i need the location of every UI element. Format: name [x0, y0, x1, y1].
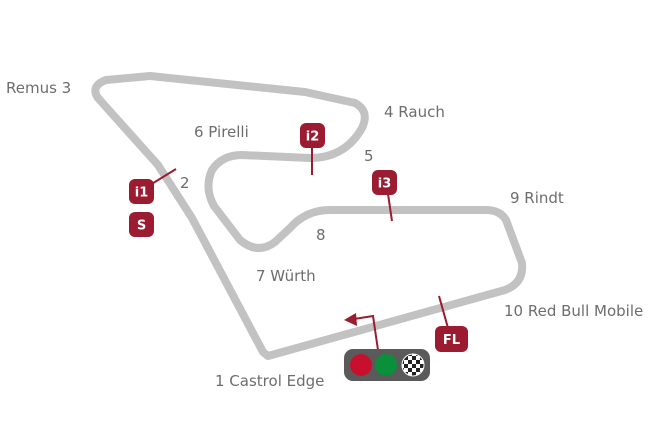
- corner-label-7: 7 Würth: [256, 267, 316, 285]
- track-outline: [91, 72, 527, 360]
- corner-label-3: Remus 3: [6, 79, 71, 97]
- marker-i3[interactable]: i3: [372, 170, 397, 195]
- corner-label-4: 4 Rauch: [384, 103, 445, 121]
- marker-i1[interactable]: i1: [129, 179, 154, 204]
- corner-label-9: 9 Rindt: [510, 189, 564, 207]
- corner-label-8: 8: [316, 226, 326, 244]
- marker-i2[interactable]: i2: [300, 123, 325, 148]
- corner-label-1: 1 Castrol Edge: [215, 372, 324, 390]
- svg-text:i3: i3: [378, 177, 392, 192]
- svg-text:FL: FL: [443, 333, 460, 348]
- marker-start[interactable]: S: [129, 212, 154, 237]
- svg-text:S: S: [137, 219, 146, 234]
- corner-label-5: 5: [364, 147, 374, 165]
- corner-label-2: 2: [180, 174, 190, 192]
- corner-label-6: 6 Pirelli: [194, 123, 249, 141]
- sector-line-fl: [438, 295, 449, 329]
- marker-fastest-lap[interactable]: FL: [435, 326, 468, 352]
- svg-text:i2: i2: [306, 130, 320, 145]
- sector-line-i1: [149, 168, 177, 186]
- arrow-left-icon: [344, 313, 379, 351]
- corner-label-10: 10 Red Bull Mobile: [504, 302, 643, 320]
- checkered-flag-icon: [401, 353, 425, 377]
- svg-text:i1: i1: [135, 186, 149, 201]
- sector-line-i3: [387, 193, 393, 222]
